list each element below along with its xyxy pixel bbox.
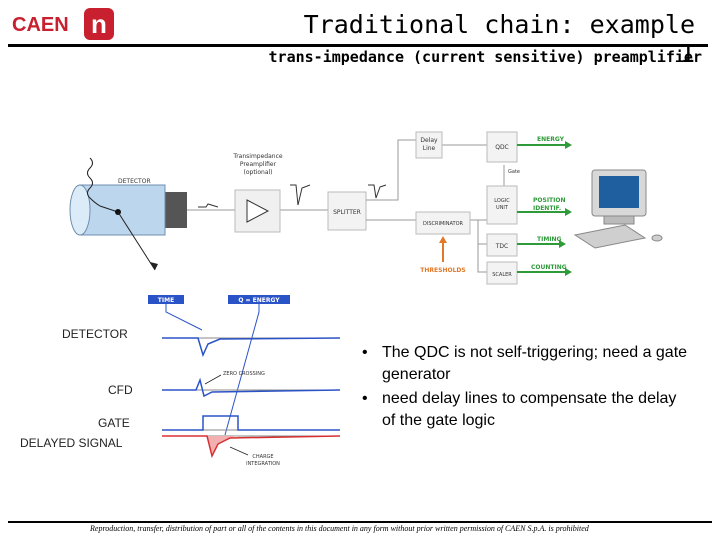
pulse-splitter-out: [368, 184, 387, 199]
discriminator-label: DISCRIMINATOR: [423, 221, 463, 227]
gate-label: Gate: [508, 169, 520, 175]
detector-waveform: [162, 337, 341, 358]
energy-output-label: ENERGY: [537, 136, 565, 143]
scatter-arrowhead: [150, 262, 158, 270]
discriminator-box: [415, 211, 471, 235]
timing-diagram: TIME Q = ENERGY DETECTOR CFD GATE DELAYE…: [20, 295, 341, 467]
logic-unit-label-2: UNIT: [496, 205, 509, 211]
detector-window: [69, 184, 91, 236]
logic-unit-label-1: LOGIC: [494, 198, 510, 204]
time-marker-box: [148, 295, 184, 304]
pulse-preamp-out: [290, 184, 311, 206]
pulse-detector: [198, 203, 219, 208]
particle-track: [87, 157, 119, 213]
zero-crossing-label: ZERO CROSSING: [223, 371, 265, 377]
charge-integration-label-1: CHARGE: [252, 454, 273, 460]
timing-row-cfd: CFD: [108, 383, 133, 397]
footer-rule: [8, 521, 712, 523]
qdc-box: [486, 131, 518, 163]
charge-integration-area: [207, 436, 238, 456]
copyright-footer: Reproduction, transfer, distribution of …: [90, 524, 589, 533]
slide-title: Traditional chain: example 1: [303, 10, 695, 68]
position-output-label-1: POSITION: [533, 197, 566, 204]
computer-icon: [573, 169, 663, 249]
logo-mark-background: [84, 8, 114, 40]
gate-waveform: [162, 415, 340, 431]
amplifier-icon: [246, 199, 270, 223]
logo-text: CAEN: [12, 14, 69, 36]
timing-row-detector: DETECTOR: [62, 327, 128, 341]
scaler-label: SCALER: [492, 272, 512, 278]
output-arrows: [517, 141, 572, 276]
bullet-list: The QDC is not self-triggering; need a g…: [362, 342, 692, 434]
position-output-label-2: IDENTIF.: [533, 205, 561, 212]
detector-cylinder: [79, 184, 166, 236]
slide-subtitle: trans-impedance (current sensitive) prea…: [268, 48, 702, 66]
detector-base: [165, 192, 187, 228]
bullet-item: need delay lines to compensate the delay…: [362, 388, 692, 432]
scatter-arrow: [117, 211, 156, 271]
tdc-label: TDC: [495, 243, 508, 250]
cfd-waveform: [162, 377, 341, 398]
counting-output-label: COUNTING: [531, 264, 567, 271]
caen-logo: CAEN n: [12, 8, 114, 40]
logo-mark: n: [91, 9, 107, 39]
timing-output-label: TIMING: [537, 236, 562, 243]
timing-row-gate: GATE: [98, 416, 130, 430]
charge-integration-label-2: INTEGRATION: [246, 461, 280, 467]
routing-wires: [366, 139, 505, 273]
preamp-box: [234, 189, 281, 233]
detector-label: DETECTOR: [118, 178, 151, 185]
bullet-item: The QDC is not self-triggering; need a g…: [362, 342, 692, 386]
energy-marker-box: [228, 295, 290, 304]
preamp-label-2: Preamplifier: [240, 161, 277, 168]
logic-unit-box: [486, 185, 518, 225]
energy-marker-label: Q = ENERGY: [238, 297, 280, 304]
timing-row-delayed-signal: DELAYED SIGNAL: [20, 436, 123, 450]
delay-line-label-1: Delay: [420, 137, 438, 144]
preamp-label-3: (optional): [244, 169, 273, 176]
delayed-signal-waveform: [162, 435, 341, 459]
title-rule: [8, 44, 708, 47]
thresholds-label: THRESHOLDS: [420, 267, 465, 274]
qdc-label: QDC: [495, 144, 509, 151]
preamp-label-1: Transimpedance: [232, 153, 282, 160]
delay-line-label-2: Line: [423, 145, 436, 152]
preamplifier: Transimpedance Preamplifier (optional): [232, 153, 283, 233]
detector-graphic: DETECTOR: [69, 157, 187, 271]
delay-line-box: [415, 131, 443, 159]
splitter-box: [327, 191, 367, 231]
thresholds-arrowhead: [439, 236, 447, 243]
time-marker-label: TIME: [158, 297, 174, 304]
splitter-label: SPLITTER: [333, 209, 361, 216]
